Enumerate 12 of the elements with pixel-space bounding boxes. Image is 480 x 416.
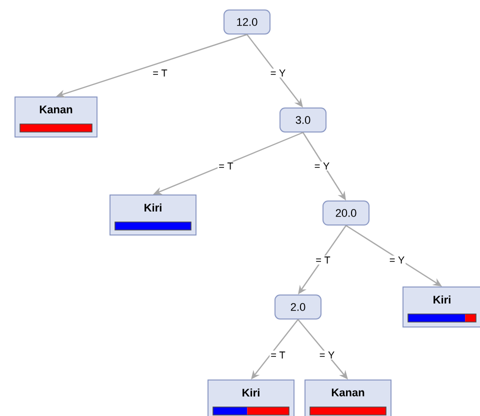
edge-label: = Y: [388, 256, 406, 264]
edge-label: = Y: [269, 68, 287, 78]
split-node: 12.0: [224, 10, 270, 34]
edge-label: = Y: [313, 162, 331, 170]
split-node: 3.0: [280, 108, 326, 132]
edge-label: = Y: [318, 350, 336, 360]
edge-label: = T: [218, 162, 234, 170]
edge-label: = T: [152, 68, 168, 78]
edge-label: = T: [314, 256, 332, 264]
split-node: 20.0: [322, 200, 370, 226]
split-node: 2.0: [274, 294, 322, 320]
edge-label: = T: [270, 350, 286, 360]
